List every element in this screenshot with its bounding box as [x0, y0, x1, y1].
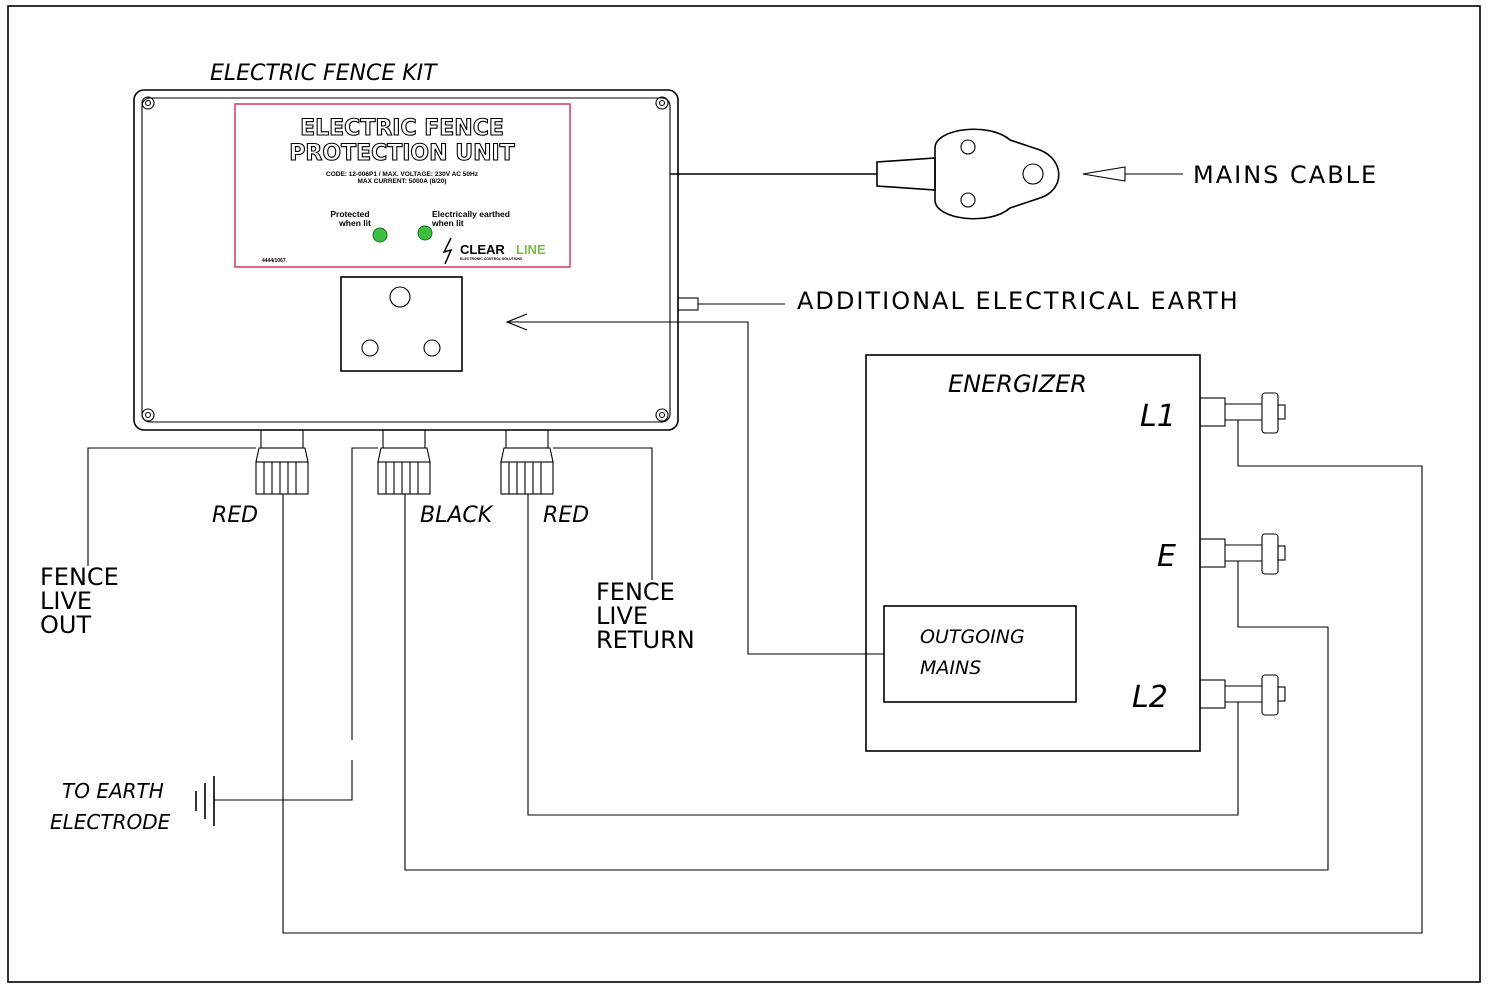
fence-live-return-line3: RETURN: [596, 626, 695, 654]
panel-title-line2: PROTECTION UNIT: [289, 141, 514, 166]
front-panel-label: ELECTRIC FENCE PROTECTION UNIT CODE: 12-…: [234, 103, 571, 268]
fence-live-out-wire: [87, 447, 256, 566]
terminal-l1-icon: [1199, 392, 1286, 434]
gland-red-right-label: RED: [543, 503, 589, 528]
earth-electrode-wire-a: [351, 447, 378, 740]
panel-spec-line1: CODE: 12-006P1 / MAX. VOLTAGE: 230V AC 5…: [326, 171, 479, 178]
fence-live-return-line1: FENCE: [596, 578, 675, 606]
drawing-frame: [7, 5, 1481, 983]
gland-red-left-icon: [255, 429, 309, 495]
mains-arrow-icon: [1082, 166, 1183, 182]
socket-outlet: [340, 276, 463, 372]
panel-serial: 4444/1067: [262, 258, 286, 264]
brand-logo-part2: LINE: [516, 242, 546, 257]
outgoing-mains-line2: MAINS: [920, 657, 981, 679]
brand-tagline: ELECTRONIC CONTROL SOLUTIONS: [460, 257, 523, 261]
outgoing-mains-box: [883, 605, 1077, 703]
fence-live-out-line2: LIVE: [40, 587, 92, 615]
terminal-l1-label: L1: [1140, 399, 1176, 434]
earth-terminal: [677, 297, 699, 311]
led2-label-line2: when lit: [431, 218, 464, 228]
fence-live-return-line2: LIVE: [596, 602, 648, 630]
lightning-bolt-icon: [442, 237, 453, 265]
black-to-e-wire: [404, 494, 1329, 871]
fence-live-return-wire: [553, 447, 653, 580]
gland-red-right-icon: [500, 429, 554, 495]
led2-label-line1: Electrically earthed: [432, 209, 510, 219]
gland-red-left-label: RED: [212, 503, 258, 528]
red-left-to-l1-wire: [282, 420, 1423, 934]
terminal-l2-label: L2: [1132, 680, 1168, 715]
earthed-led-icon: [417, 225, 433, 241]
socket-arrow-icon: [505, 313, 528, 331]
mains-plug-icon: [876, 128, 1060, 220]
outgoing-mains-feed-wire: [507, 321, 884, 655]
panel-title-line1: ELECTRIC FENCE: [300, 116, 504, 141]
terminal-e-icon: [1199, 533, 1286, 575]
protected-led-icon: [372, 227, 388, 243]
additional-earth-label: ADDITIONAL ELECTRICAL EARTH: [797, 287, 1240, 315]
fence-live-out-line1: FENCE: [40, 563, 119, 591]
mains-cable-label: MAINS CABLE: [1193, 161, 1378, 189]
earth-ground-icon: [195, 776, 215, 826]
panel-spec-line2: MAX CURRENT: 5000A (8/20): [358, 178, 447, 185]
gland-black-icon: [377, 429, 431, 495]
brand-logo-part1: CLEAR: [460, 242, 505, 257]
red-right-to-l2-wire: [527, 494, 1239, 816]
earth-electrode-line1: TO EARTH: [62, 779, 164, 803]
terminal-l2-icon: [1199, 674, 1286, 716]
led1-label-line2: when lit: [338, 218, 371, 228]
kit-title: ELECTRIC FENCE KIT: [210, 61, 438, 86]
gland-black-label: BLACK: [420, 503, 494, 528]
fence-live-out-line3: OUT: [40, 611, 91, 639]
energizer-label: ENERGIZER: [948, 370, 1087, 398]
earth-electrode-line2: ELECTRODE: [50, 810, 171, 834]
terminal-e-label: E: [1157, 539, 1176, 574]
led1-label-line1: Protected: [330, 209, 369, 219]
panel-border: [234, 103, 571, 268]
earth-electrode-wire-b: [214, 760, 353, 801]
outgoing-mains-line1: OUTGOING: [920, 626, 1025, 648]
